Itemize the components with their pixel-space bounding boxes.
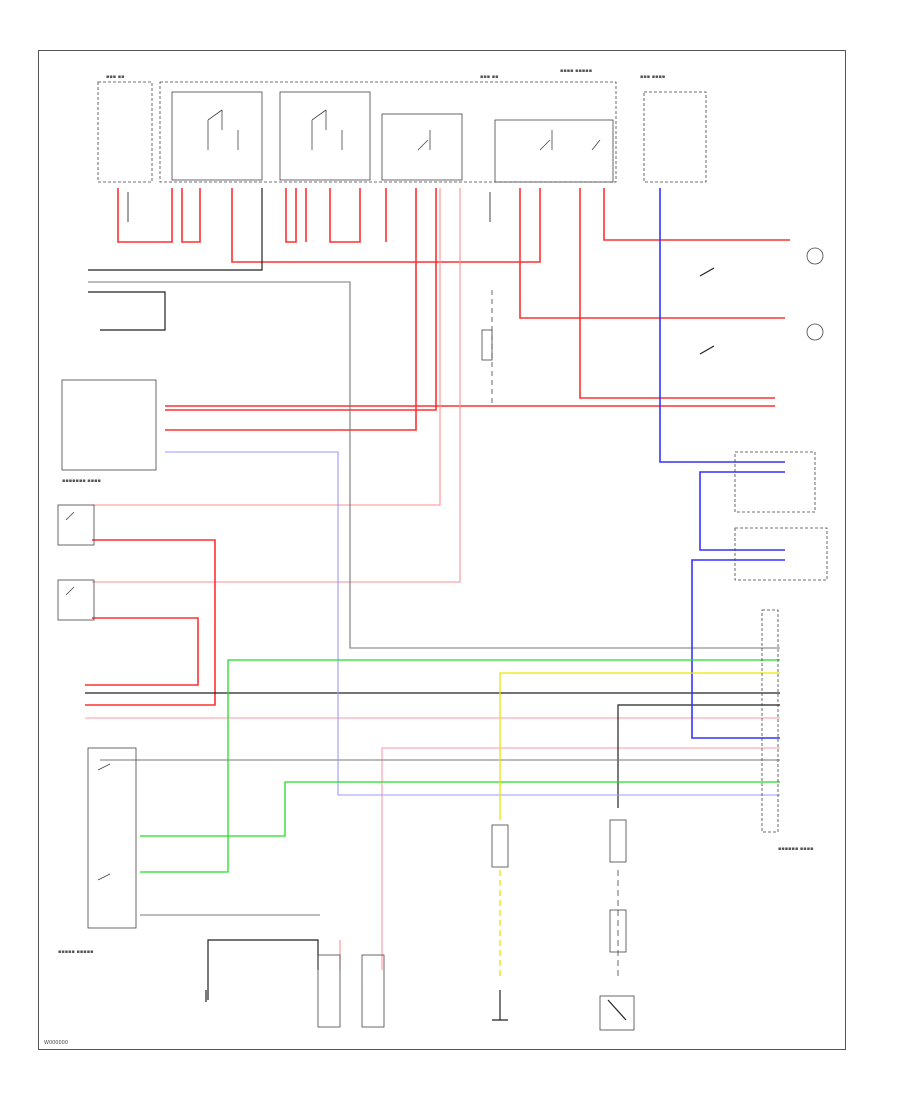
relay-switch-1 — [207, 109, 239, 150]
central-dashed-line — [481, 290, 493, 405]
right-components: ▪▪▪▪▪▪ ▪▪▪▪ — [699, 247, 828, 852]
fuse-box-b — [494, 119, 614, 183]
red-power-wires — [85, 188, 790, 970]
relay-box-1 — [171, 91, 263, 181]
bottom-components — [205, 819, 635, 1031]
ground-symbol — [492, 990, 508, 1021]
sensor-box — [491, 824, 509, 868]
resistor-symbol — [481, 329, 493, 361]
bottom-sensor — [599, 995, 635, 1031]
black-gray-wires — [85, 188, 780, 1000]
relay-switch-2 — [311, 109, 343, 150]
combination-meter-box — [61, 379, 157, 471]
switch-box-2 — [57, 579, 95, 621]
relay-box-2 — [279, 91, 371, 181]
bottom-sensor-contact — [607, 999, 627, 1021]
lamp-icon — [806, 323, 824, 341]
junction-block-outline — [159, 81, 617, 183]
label-stub: ▪▪▪▪▪▪▪ ▪▪▪▪ — [62, 478, 101, 484]
main-switch-box — [87, 747, 137, 929]
fuse-box-a — [381, 113, 463, 181]
label-stub: ▪▪▪▪ ▪▪▪▪▪ — [560, 68, 592, 74]
connector-box-bottom-1 — [317, 954, 341, 1028]
connector-block-2 — [734, 527, 828, 581]
connector-block-1 — [734, 451, 816, 513]
sensor-box — [609, 909, 627, 953]
switch-box-1 — [57, 504, 95, 546]
label-stub: ▪▪▪ ▪▪ — [106, 74, 125, 80]
top-fuse-relay-block: ▪▪▪ ▪▪ ▪▪▪ ▪▪ ▪▪▪▪ ▪▪▪▪▪ ▪▪▪ ▪▪▪▪ — [97, 68, 707, 183]
main-switch-contacts — [97, 763, 111, 881]
ecu-connector-block — [761, 609, 779, 833]
sensor-box — [609, 819, 627, 863]
switch-contacts — [65, 511, 75, 596]
right-junction-outline — [643, 91, 707, 183]
fuse-symbol-a — [417, 130, 431, 151]
green-yellow-wires — [140, 659, 780, 980]
label-stub: ▪▪▪ ▪▪ — [480, 74, 499, 80]
left-components: ▪▪▪▪▪▪▪ ▪▪▪▪ ▪▪▪▪▪ ▪▪▪▪▪ — [57, 379, 157, 955]
fuse-symbol-b — [539, 130, 601, 151]
diagram-code: W000000 — [44, 1040, 69, 1046]
lamp-icon — [806, 247, 824, 265]
blue-wires — [165, 188, 785, 796]
connector-box-bottom-2 — [361, 954, 385, 1028]
left-junction-outline — [97, 81, 153, 183]
diagram-frame — [38, 50, 846, 1050]
label-stub: ▪▪▪ ▪▪▪▪ — [640, 74, 665, 80]
label-stub: ▪▪▪▪▪▪ ▪▪▪▪ — [778, 846, 813, 852]
label-stub: ▪▪▪▪▪ ▪▪▪▪▪ — [58, 949, 93, 955]
lamp-switch-icon — [699, 267, 715, 355]
